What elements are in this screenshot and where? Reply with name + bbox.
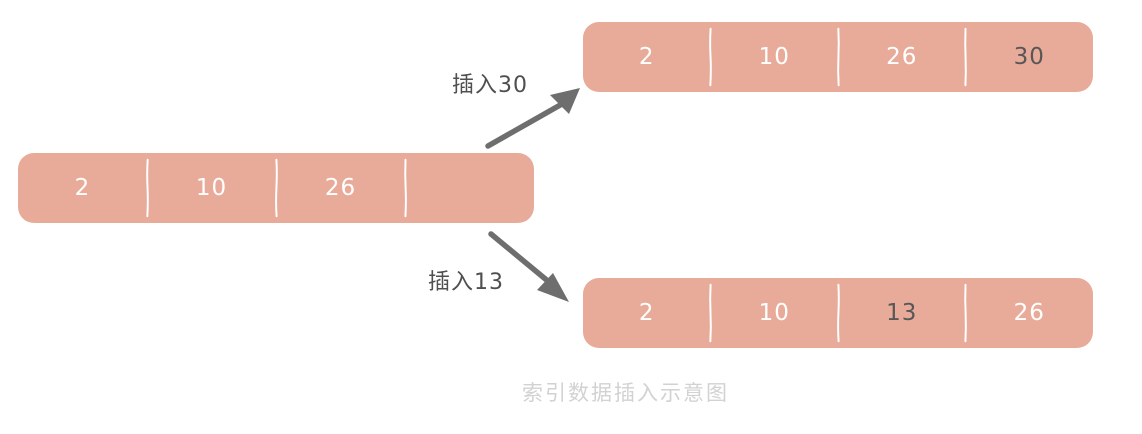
array-cell-value: 26: [886, 43, 918, 70]
arrow-label-insert13: 插入13: [428, 270, 504, 295]
array-cell: 10: [709, 278, 839, 348]
arrow-insert30-icon: [484, 84, 588, 150]
array-cell-value: 10: [758, 43, 790, 70]
diagram-caption: 索引数据插入示意图: [522, 381, 729, 405]
cell-divider-icon: [709, 283, 712, 343]
arrow-insert13-icon: [487, 230, 573, 308]
arrow-label-insert30: 插入30: [452, 73, 528, 98]
array-cell-value: 10: [195, 174, 228, 201]
array-cell: 2: [583, 22, 711, 92]
array-cell-empty: [403, 153, 534, 223]
array-cell: 2: [18, 153, 147, 223]
array-bar-source: 2 10 26: [18, 153, 534, 223]
cell-divider-icon: [836, 27, 840, 87]
cell-divider-icon: [274, 158, 278, 218]
cell-divider-icon: [964, 27, 967, 87]
array-cell-value: 2: [638, 299, 655, 326]
array-cell: 2: [583, 278, 711, 348]
array-cell-value: 26: [1013, 299, 1045, 326]
array-cell-value: 2: [638, 43, 655, 70]
array-cell-inserted: 30: [964, 22, 1094, 92]
array-cell-value: 30: [1013, 43, 1045, 70]
array-cell-value: 26: [324, 174, 357, 201]
array-cell-inserted: 13: [836, 278, 966, 348]
array-cell: 10: [145, 153, 276, 223]
array-bar-insert30: 2 10 26 30: [583, 22, 1093, 92]
array-cell-value: 13: [886, 299, 918, 326]
array-cell: 26: [274, 153, 405, 223]
array-cell: 10: [709, 22, 839, 92]
cell-divider-icon: [709, 27, 712, 87]
cell-divider-icon: [403, 158, 407, 218]
array-cell-value: 2: [74, 174, 91, 201]
array-cell-value: 10: [758, 299, 790, 326]
array-cell: 26: [836, 22, 966, 92]
array-cell: 26: [964, 278, 1094, 348]
cell-divider-icon: [964, 283, 967, 343]
cell-divider-icon: [145, 158, 149, 218]
cell-divider-icon: [836, 283, 840, 343]
array-bar-insert13: 2 10 13 26: [583, 278, 1093, 348]
